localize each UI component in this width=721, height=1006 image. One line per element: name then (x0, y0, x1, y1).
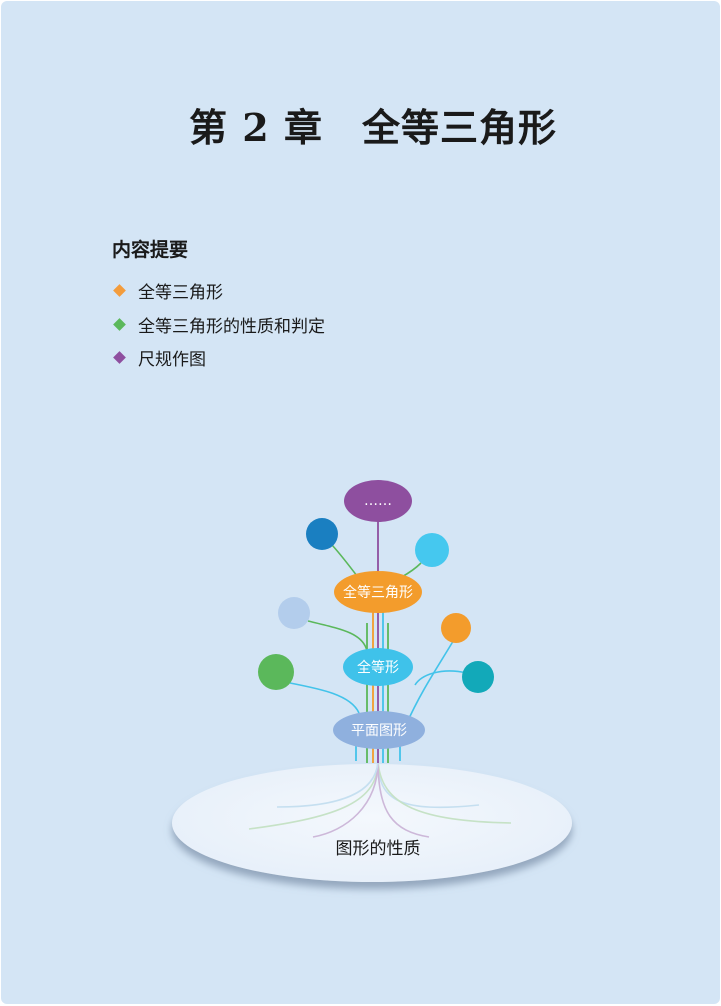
summary-item-label: 全等三角形的性质和判定 (138, 316, 325, 337)
top-node-label: …… (364, 493, 392, 509)
summary-item: 全等三角形 (112, 274, 325, 308)
plane-node-label: 平面图形 (351, 723, 407, 739)
node-green-circle (258, 654, 294, 690)
summary-item-label: 全等三角形 (138, 283, 223, 304)
node-dark-blue-circle (306, 518, 338, 550)
summary-list: 全等三角形 全等三角形的性质和判定 尺规作图 (112, 274, 325, 375)
triangle-node: 全等三角形 (334, 571, 422, 613)
congruent-node: 全等形 (343, 648, 413, 686)
chapter-title: 第 2 章 全等三角形 (189, 105, 557, 150)
summary-item: 全等三角形的性质和判定 (112, 308, 325, 342)
summary-heading: 内容提要 (112, 239, 189, 261)
base-platform (172, 764, 572, 882)
node-teal-circle (462, 661, 494, 693)
top-node: …… (344, 480, 412, 522)
node-pale-blue-circle (278, 597, 310, 629)
summary-item-label: 尺规作图 (138, 350, 206, 371)
congruent-node-label: 全等形 (357, 659, 399, 676)
node-sky-circle (415, 533, 449, 567)
summary-item: 尺规作图 (112, 341, 325, 375)
base-label: 图形的性质 (336, 839, 421, 859)
plane-node: 平面图形 (333, 711, 425, 749)
triangle-node-label: 全等三角形 (343, 584, 413, 601)
node-orange-circle (441, 613, 471, 643)
root-lines (248, 760, 512, 838)
